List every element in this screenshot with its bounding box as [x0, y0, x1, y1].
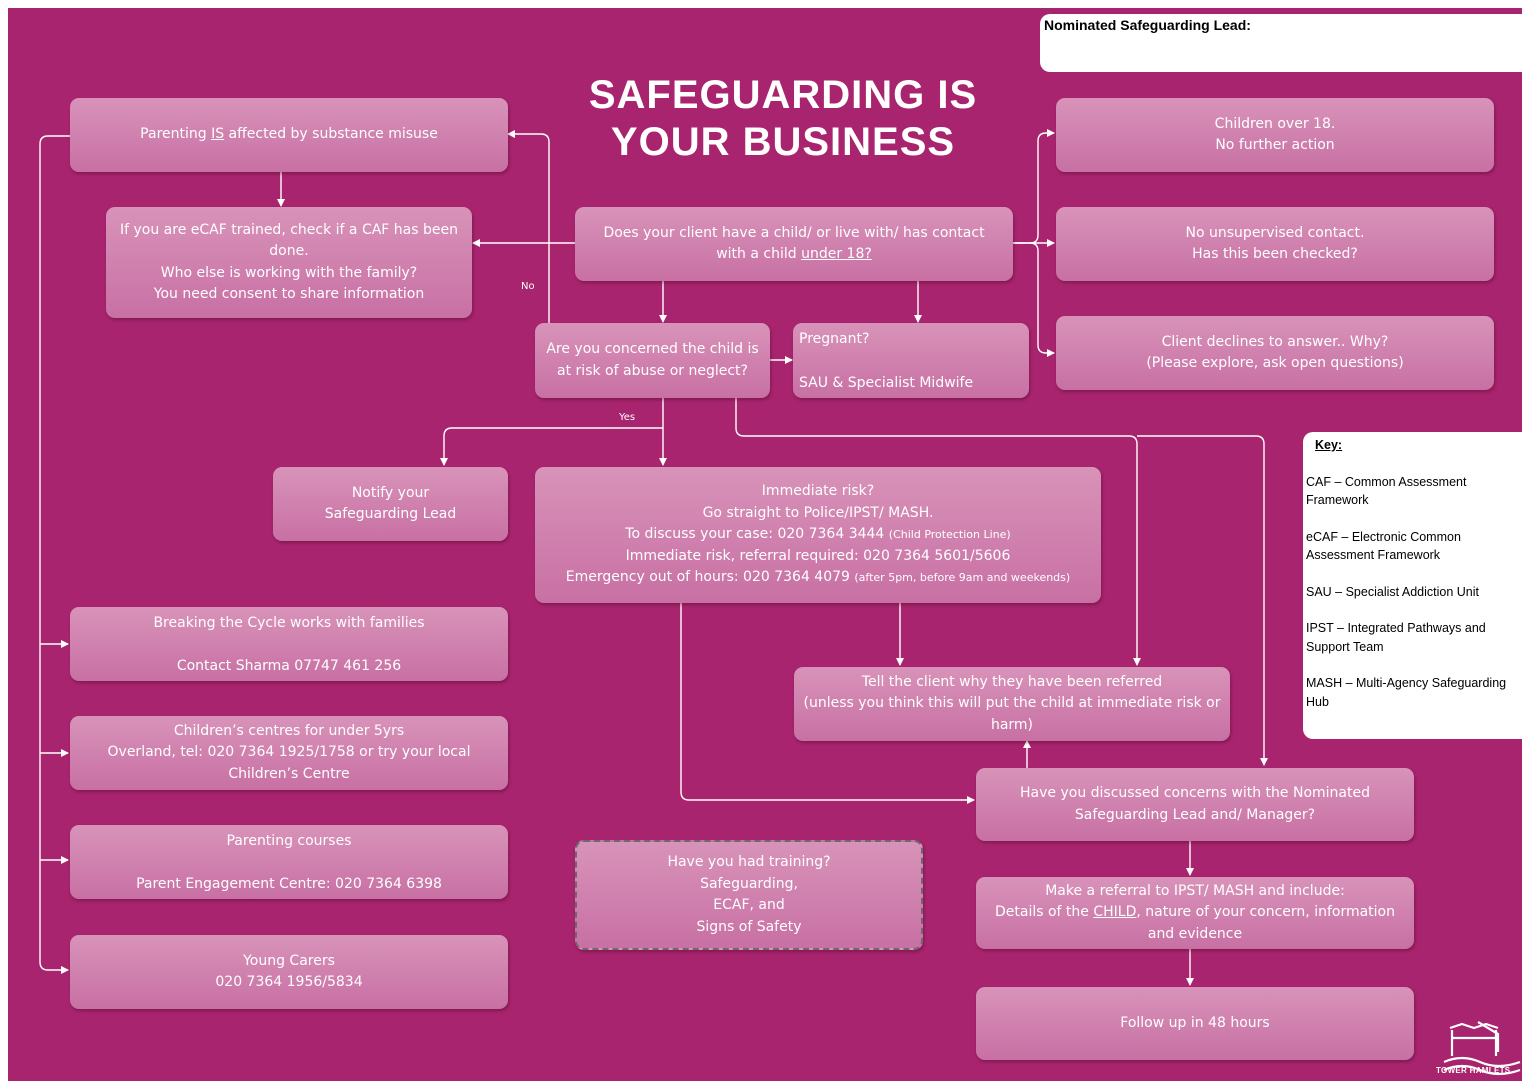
arrow-yes-to-notify	[440, 427, 663, 466]
key-item-caf: CAF – Common Assessment Framework	[1306, 474, 1467, 508]
arrow-concerned-to-tell-discussed	[735, 398, 1141, 666]
node-text-underlined: IS	[211, 126, 225, 143]
key-panel: Key: CAF – Common Assessment Framework e…	[1303, 432, 1522, 739]
node-no-unsupervised-contact: No unsupervised contact. Has this been c…	[1056, 207, 1494, 281]
connector-layer	[39, 129, 1268, 986]
key-item-ecaf: eCAF – Electronic Common Assessment Fram…	[1306, 529, 1461, 563]
logo-text: TOWER HAMLETS	[1436, 1066, 1511, 1075]
node-text: , nature of your concern, information an…	[1136, 904, 1395, 942]
page-title: SAFEGUARDING IS YOUR BUSINESS	[548, 72, 1018, 166]
node-immediate-risk: Immediate risk? Go straight to Police/IP…	[535, 467, 1101, 603]
title-line-2: YOUR BUSINESS	[610, 120, 956, 164]
node-tell-client: Tell the client why they have been refer…	[794, 667, 1230, 741]
node-text-underlined: CHILD	[1093, 904, 1137, 921]
node-make-referral: Make a referral to IPST/ MASH and includ…	[976, 877, 1414, 949]
node-text: Parenting	[140, 126, 212, 143]
nominated-lead-panel: Nominated Safeguarding Lead:	[1040, 14, 1522, 72]
node-client-declines: Client declines to answer.. Why? (Please…	[1056, 316, 1494, 390]
title-line-1: SAFEGUARDING IS	[588, 73, 978, 117]
node-ecaf-check: If you are eCAF trained, check if a CAF …	[106, 207, 472, 318]
arrow-client-to-over18	[1013, 129, 1055, 244]
key-item-ipst: IPST – Integrated Pathways and Support T…	[1306, 621, 1486, 654]
node-text: Does your client have a child/ or live w…	[603, 224, 985, 263]
pregnant-question: Pregnant?	[799, 331, 870, 347]
node-text-underlined: under 18?	[801, 246, 872, 262]
node-notify-lead: Notify your Safeguarding Lead	[273, 467, 508, 541]
edge-label-yes: Yes	[619, 412, 636, 423]
immediate-line-5-note: (after 5pm, before 9am and weekends)	[854, 571, 1071, 585]
immediate-line-3-note: (Child Protection Line)	[888, 528, 1011, 542]
nominated-lead-label: Nominated Safeguarding Lead:	[1044, 17, 1251, 33]
node-discussed-concerns: Have you discussed concerns with the Nom…	[976, 768, 1414, 841]
key-item-mash: MASH – Multi-Agency Safeguarding Hub	[1306, 676, 1507, 709]
node-training: Have you had training? Safeguarding, ECA…	[575, 840, 923, 950]
key-title: Key:	[1315, 438, 1343, 452]
tower-hamlets-logo-icon	[1443, 1021, 1521, 1076]
arrow-immediate-to-discussed	[680, 603, 975, 804]
node-concerned-risk: Are you concerned the child is at risk o…	[535, 323, 770, 398]
node-parenting-courses: Parenting courses Parent Engagement Cent…	[70, 825, 508, 899]
edge-label-no: No	[521, 281, 535, 292]
safeguarding-flowchart: SAFEGUARDING IS YOUR BUSINESS Parenting …	[8, 8, 1522, 1081]
arrow-to-parenting-affected	[39, 135, 70, 974]
node-breaking-cycle: Breaking the Cycle works with families C…	[70, 607, 508, 681]
immediate-line-2: Go straight to Police/IPST/ MASH.	[702, 504, 934, 521]
node-text: affected by substance misuse	[224, 126, 438, 143]
immediate-line-4: Immediate risk, referral required: 020 7…	[625, 547, 1011, 564]
immediate-line-5: Emergency out of hours: 020 7364 4079	[565, 569, 855, 586]
arrow-client-to-declines	[1029, 242, 1055, 357]
node-childrens-centres: Children’s centres for under 5yrs Overla…	[70, 716, 508, 790]
pregnant-answer: SAU & Specialist Midwife	[799, 374, 974, 391]
node-pregnant: Pregnant? SAU & Specialist Midwife	[793, 323, 1029, 398]
key-item-sau: SAU – Specialist Addiction Unit	[1306, 584, 1480, 599]
node-children-over-18: Children over 18. No further action	[1056, 98, 1494, 172]
immediate-line-3: To discuss your case: 020 7364 3444	[625, 526, 889, 543]
node-follow-up: Follow up in 48 hours	[976, 987, 1414, 1060]
node-parenting-affected: Parenting IS affected by substance misus…	[70, 98, 508, 172]
arrow-no-to-parenting	[507, 130, 550, 326]
node-does-client-have-child: Does your client have a child/ or live w…	[575, 207, 1013, 281]
node-text: Make a referral to IPST/ MASH and includ…	[994, 882, 1345, 921]
arrow-concerned-to-discussed	[1137, 435, 1268, 766]
node-young-carers: Young Carers 020 7364 1956/5834	[70, 935, 508, 1009]
immediate-line-1: Immediate risk?	[761, 483, 875, 500]
